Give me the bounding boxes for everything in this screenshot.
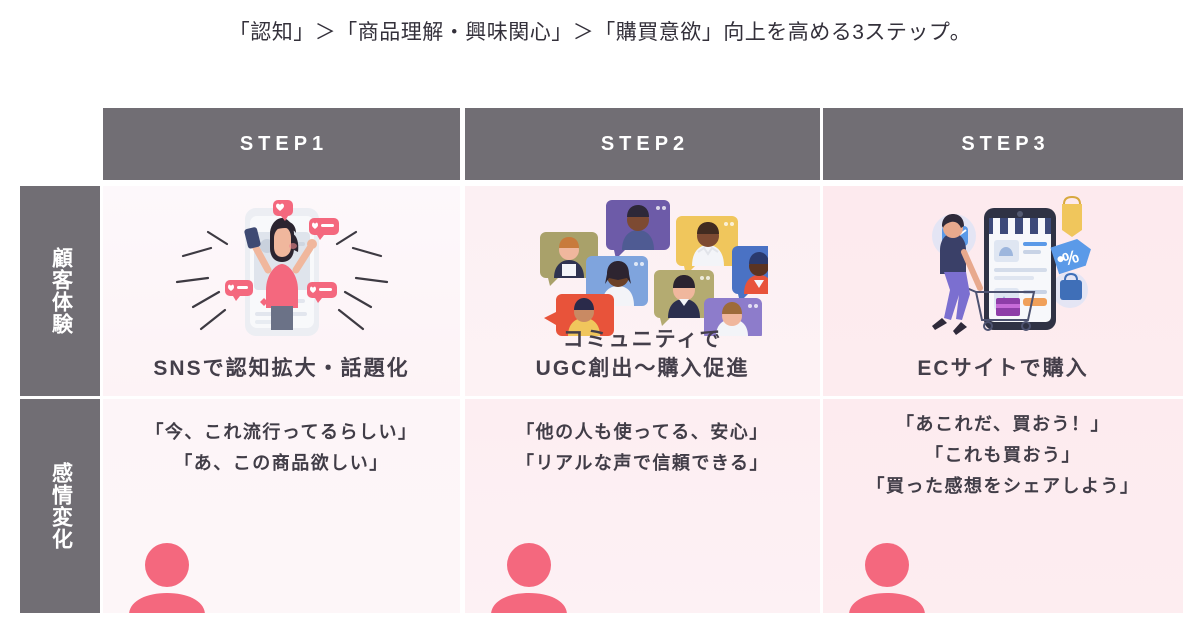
person-silhouette-icon <box>483 539 575 613</box>
community-chat-bubbles-people-icon <box>518 194 768 336</box>
quote-item: 「買った感想をシェアしよう」 <box>866 475 1140 496</box>
steps-matrix: 顧客体験 感情変化 STEP1 <box>20 108 1183 613</box>
quotes-step2: 「他の人も使ってる、安心」 「リアルな声で信頼できる」 <box>465 417 820 479</box>
cell-step3-emotion: 「あこれだ、買おう！」 「これも買おう」 「買った感想をシェアしよう」 <box>823 399 1183 613</box>
cell-step2-emotion: 「他の人も使ってる、安心」 「リアルな声で信頼できる」 <box>465 399 820 613</box>
column-header-step2: STEP2 <box>465 108 820 180</box>
row-header-experience-label: 顧客体験 <box>49 247 73 335</box>
cell-step1-emotion: 「今、これ流行ってるらしい」 「あ、この商品欲しい」 <box>103 399 460 613</box>
quote-item: 「他の人も使ってる、安心」 <box>516 422 769 442</box>
cell-step1-caption: SNSで認知拡大・話題化 <box>153 357 410 381</box>
cell-step3-experience: % <box>823 186 1183 396</box>
row-header-emotion: 感情変化 <box>20 399 100 613</box>
quotes-step1: 「今、これ流行ってるらしい」 「あ、この商品欲しい」 <box>103 417 460 479</box>
cell-step2-caption-line2: UGC創出〜購入促進 <box>535 357 750 381</box>
woman-selfie-smartphone-social-likes-icon <box>167 194 397 344</box>
column-step1: STEP1 <box>103 108 460 613</box>
row-header-experience: 顧客体験 <box>20 186 100 396</box>
page-title: 「認知」＞「商品理解・興味関心」＞「購買意欲」向上を高める3ステップ。 <box>228 21 972 44</box>
cell-step2-caption-line1: コミュニティで <box>562 328 723 352</box>
quote-item: 「これも買おう」 <box>925 444 1081 465</box>
column-step3: STEP3 <box>823 108 1183 613</box>
column-header-step1: STEP1 <box>103 108 460 180</box>
quote-item: 「あ、この商品欲しい」 <box>174 452 389 473</box>
person-silhouette-icon <box>121 539 213 613</box>
cell-step1-experience: SNSで認知拡大・話題化 <box>103 186 460 396</box>
person-silhouette-icon <box>841 539 933 613</box>
quote-item: 「今、これ流行ってるらしい」 <box>145 422 418 442</box>
cell-step3-caption: ECサイトで購入 <box>917 357 1089 381</box>
cell-step2-caption: コミュニティで UGC創出〜購入促進 <box>465 326 820 384</box>
column-step2: STEP2 <box>465 108 820 613</box>
row-header-emotion-label: 感情変化 <box>49 462 73 550</box>
cell-step2-experience: コミュニティで UGC創出〜購入促進 <box>465 186 820 396</box>
quote-item: 「あこれだ、買おう！」 <box>896 414 1110 434</box>
quotes-step3: 「あこれだ、買おう！」 「これも買おう」 「買った感想をシェアしよう」 <box>823 409 1183 502</box>
column-header-step3: STEP3 <box>823 108 1183 180</box>
svg-text:%: % <box>1060 246 1081 270</box>
woman-shopping-cart-mobile-store-icon: % <box>884 194 1122 339</box>
quote-item: 「リアルな声で信頼できる」 <box>516 452 769 473</box>
